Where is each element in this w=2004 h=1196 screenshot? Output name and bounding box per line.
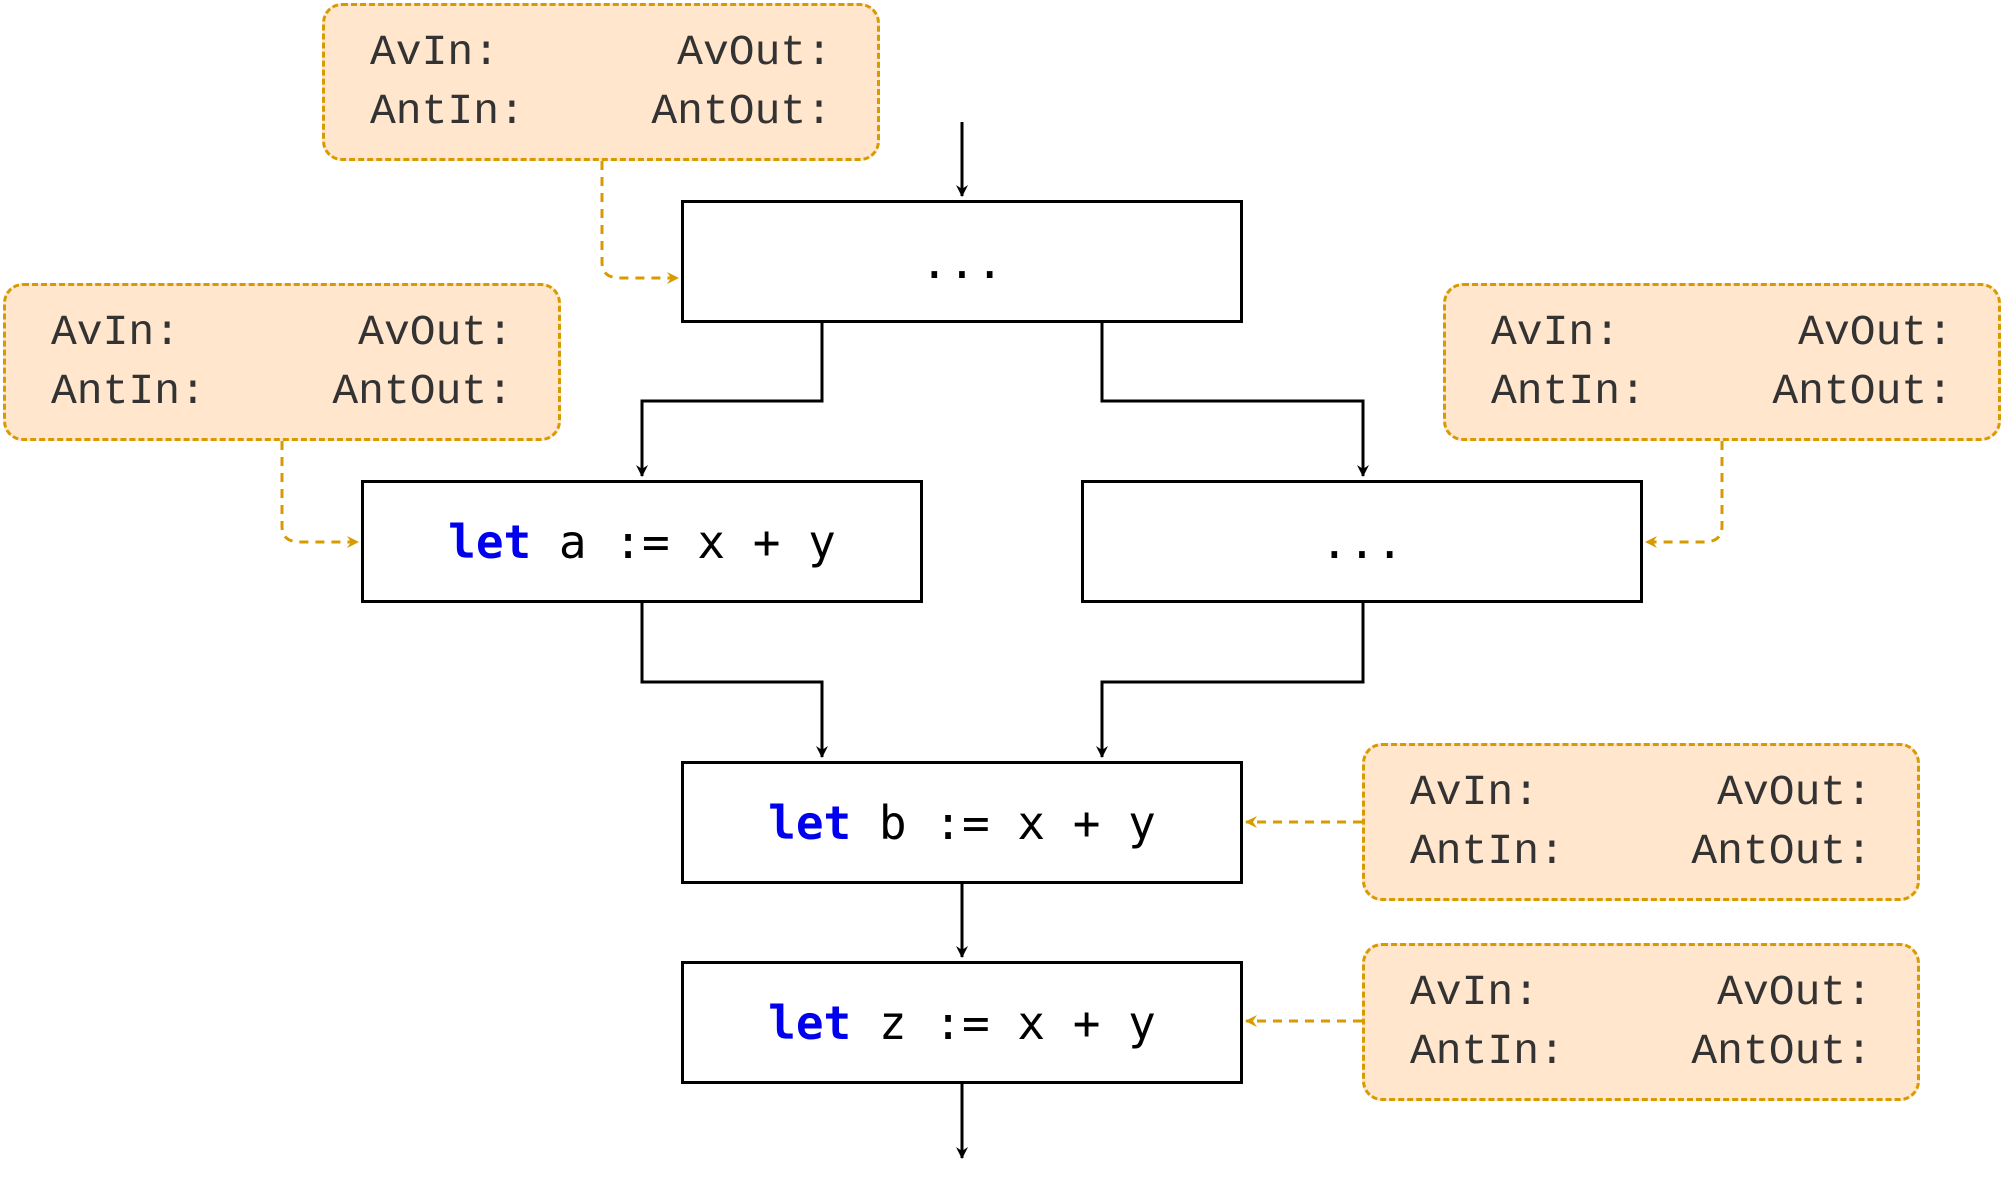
block-right: ... [1081, 480, 1643, 603]
av-out-label: AvOut: [1717, 968, 1872, 1017]
keyword-let: let [768, 995, 852, 1050]
annotation-entry: AvIn: AvOut: AntIn: AntOut: [322, 3, 880, 161]
av-in-label: AvIn: [1410, 968, 1540, 1017]
block-last: let z := x + y [681, 961, 1243, 1084]
edge-entry-to-left [636, 323, 824, 477]
block-left: let a := x + y [361, 480, 923, 603]
edge-entry-to-right [1100, 323, 1369, 477]
annotation-link-left [280, 441, 359, 548]
block-left-code: a := x + y [531, 514, 836, 569]
block-join: let b := x + y [681, 761, 1243, 884]
ant-in-label: AntIn: [51, 367, 206, 416]
annotation-link-right [1645, 441, 1724, 548]
edge-left-to-join [640, 603, 828, 758]
keyword-let: let [448, 514, 532, 569]
av-in-label: AvIn: [1410, 768, 1540, 817]
block-right-text: ... [1320, 514, 1404, 569]
av-in-label: AvIn: [51, 308, 181, 357]
ant-out-label: AntOut: [651, 87, 832, 136]
block-join-code: b := x + y [851, 795, 1156, 850]
annotation-left: AvIn: AvOut: AntIn: AntOut: [3, 283, 561, 441]
annotation-last: AvIn: AvOut: AntIn: AntOut: [1362, 943, 1920, 1101]
ant-out-label: AntOut: [1691, 827, 1872, 876]
av-out-label: AvOut: [358, 308, 513, 357]
av-out-label: AvOut: [1717, 768, 1872, 817]
ant-in-label: AntIn: [370, 87, 525, 136]
edge-right-to-join [1096, 603, 1365, 758]
block-entry-text: ... [920, 234, 1004, 289]
annotation-right: AvIn: AvOut: AntIn: AntOut: [1443, 283, 2001, 441]
av-in-label: AvIn: [370, 28, 500, 77]
av-in-label: AvIn: [1491, 308, 1621, 357]
ant-in-label: AntIn: [1491, 367, 1646, 416]
ant-out-label: AntOut: [1772, 367, 1953, 416]
annotation-link-entry [600, 161, 679, 284]
block-last-code: z := x + y [851, 995, 1156, 1050]
ant-out-label: AntOut: [332, 367, 513, 416]
ant-in-label: AntIn: [1410, 1027, 1565, 1076]
ant-in-label: AntIn: [1410, 827, 1565, 876]
annotation-join: AvIn: AvOut: AntIn: AntOut: [1362, 743, 1920, 901]
av-out-label: AvOut: [1798, 308, 1953, 357]
keyword-let: let [768, 795, 852, 850]
ant-out-label: AntOut: [1691, 1027, 1872, 1076]
block-entry: ... [681, 200, 1243, 323]
av-out-label: AvOut: [677, 28, 832, 77]
